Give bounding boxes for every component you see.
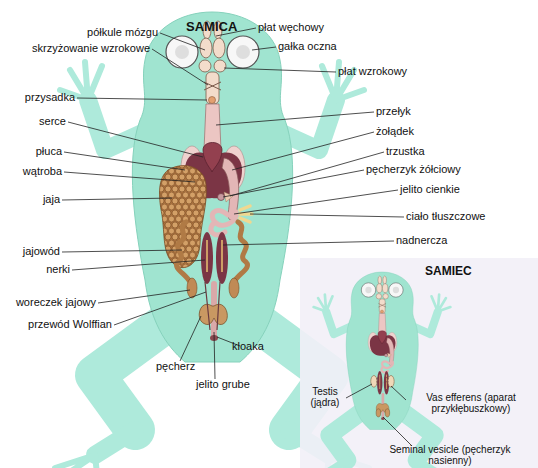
part-label: nerki <box>46 263 70 276</box>
part-label: woreczek jajowy <box>16 296 96 309</box>
part-label: przysadka <box>25 91 75 104</box>
testis <box>371 376 377 388</box>
seminal-vesicle <box>376 409 381 417</box>
part-label: przełyk <box>376 105 411 118</box>
oviduct <box>177 222 248 282</box>
inset-panel: SAMIEC Testis (jądra) Vas efferens (aparat… <box>300 258 538 468</box>
part-label: pęcherzyk żółciowy <box>366 163 461 176</box>
part-label: serce <box>39 115 66 128</box>
part-label: nadnercza <box>396 234 447 247</box>
part-label: jajowód <box>23 245 60 258</box>
figure-heading: SAMICA <box>186 19 237 34</box>
part-label: płat wzrokowy <box>338 65 407 78</box>
panel-heading: SAMIEC <box>425 264 472 278</box>
part-label: wątroba <box>23 165 62 178</box>
part-label: płat węchowy <box>258 21 324 34</box>
part-label: Vas efferens (aparat przykłębuszkowy) <box>406 392 536 414</box>
female-frog <box>55 12 369 468</box>
part-label: jelito cienkie <box>400 183 460 196</box>
part-label: Testis (jądra) <box>303 386 347 408</box>
part-label: żołądek <box>376 125 414 138</box>
part-label: Seminal vesicle (pęcherzyk nasienny) <box>388 444 512 466</box>
part-label: gałka oczna <box>278 40 337 53</box>
part-label: kloaka <box>232 340 264 353</box>
part-label: płuca <box>36 145 62 158</box>
part-label: skrzyżowanie wzrokowe <box>32 42 150 55</box>
part-label: trzustka <box>386 145 425 158</box>
part-label: półkule mózgu <box>87 26 158 39</box>
part-label: pęcherz <box>156 360 195 373</box>
part-label: jelito grube <box>196 378 250 391</box>
male-frog <box>311 272 452 468</box>
part-label: ciało tłuszczowe <box>406 210 485 223</box>
part-label: przewód Wolffian <box>28 318 112 331</box>
leader-lines <box>346 384 412 446</box>
part-label: jaja <box>43 193 60 206</box>
